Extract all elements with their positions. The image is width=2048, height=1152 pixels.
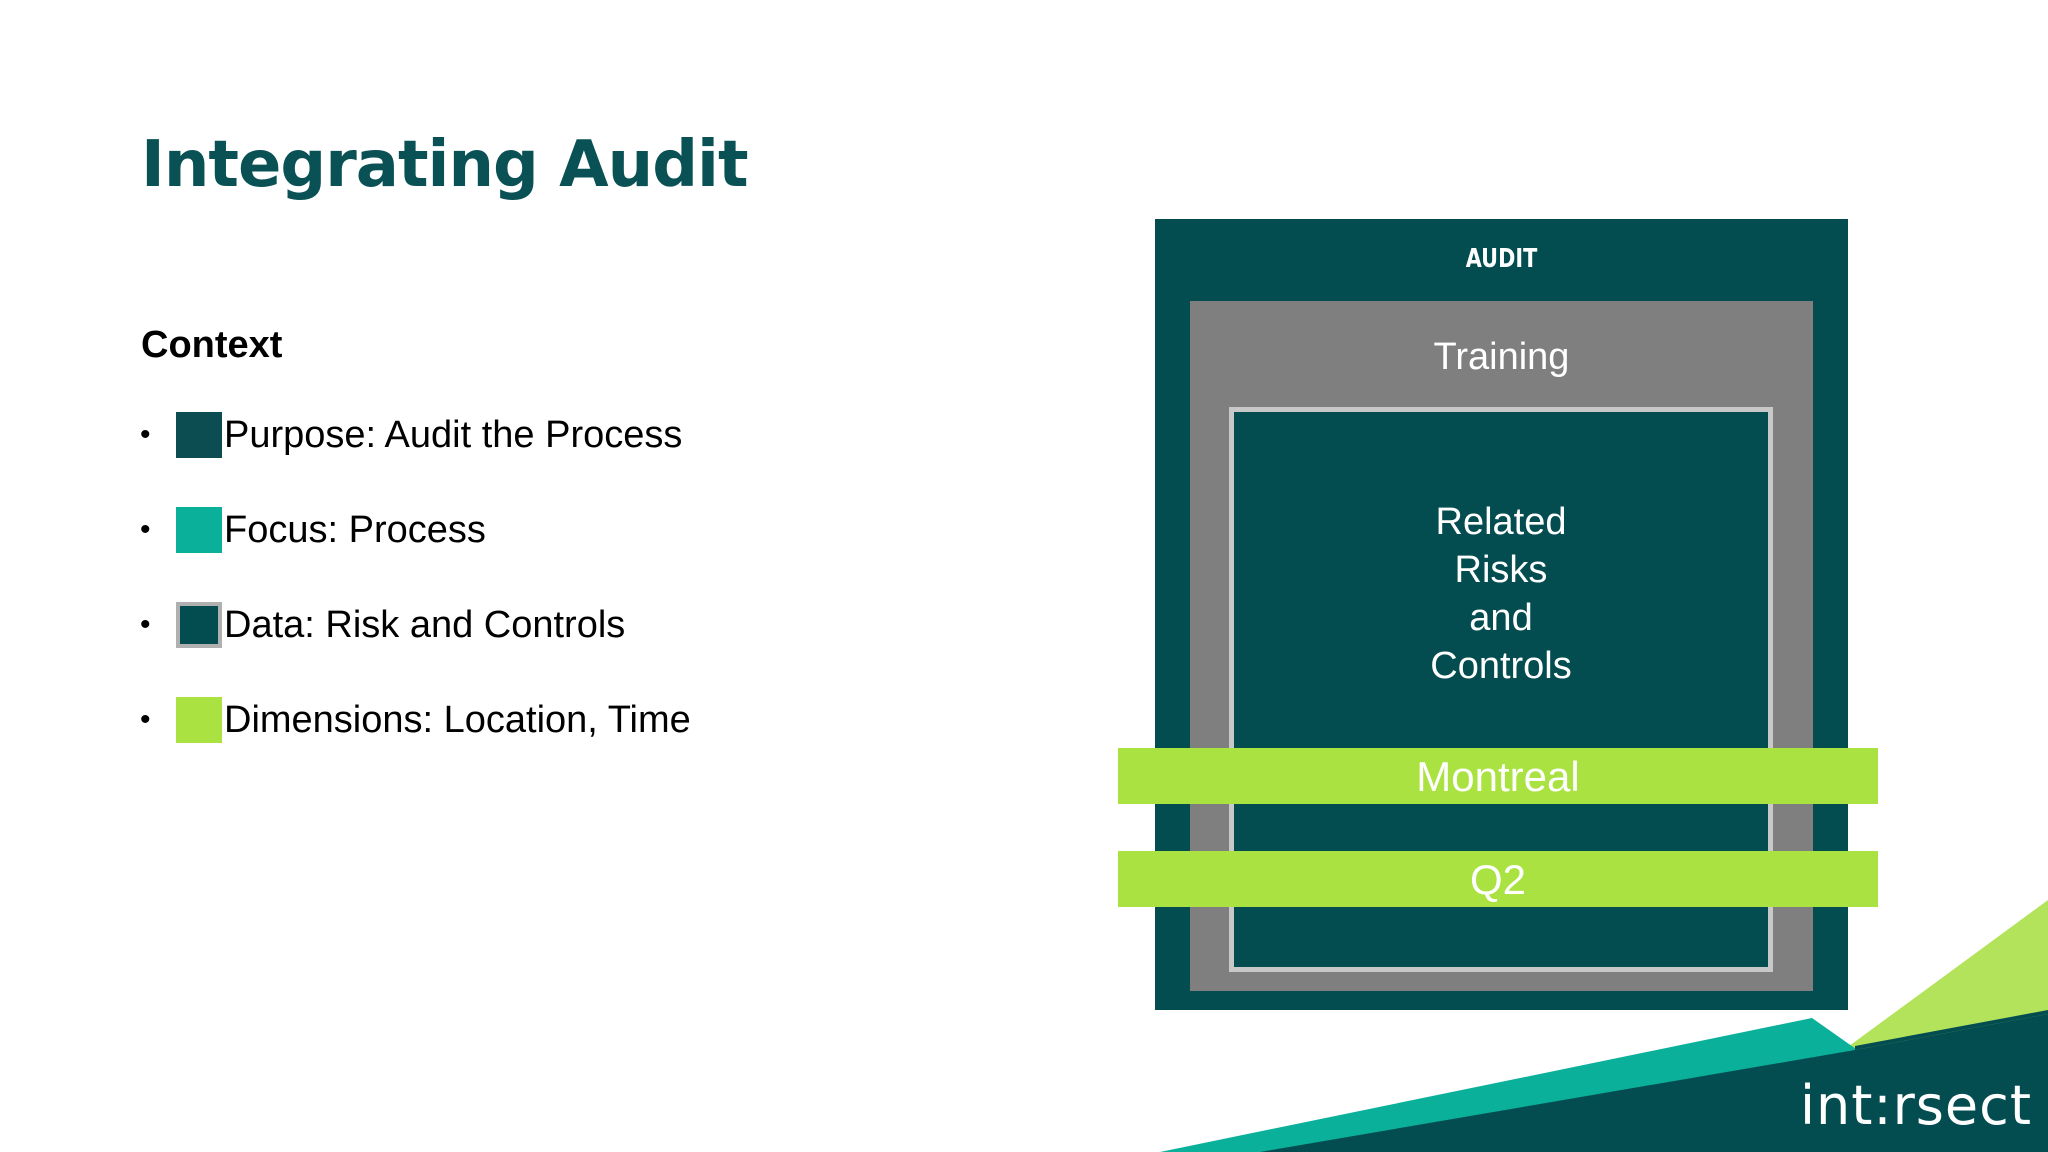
risks-line: Related	[1435, 501, 1567, 543]
list-item-dimensions: • Dimensions: Location, Time	[140, 695, 691, 745]
dimensions-label: Dimensions: Location, Time	[224, 699, 691, 741]
slide-title: Integrating Audit	[141, 128, 749, 202]
purpose-swatch	[176, 412, 222, 458]
data-label: Data: Risk and Controls	[224, 604, 626, 646]
list-item-purpose: • Purpose: Audit the Process	[140, 410, 691, 460]
bullet-marker: •	[140, 703, 151, 736]
context-list: • Purpose: Audit the Process • Focus: Pr…	[140, 410, 691, 790]
bullet-marker: •	[140, 608, 151, 641]
risks-controls-label: Related Risks and Controls	[1229, 498, 1773, 690]
training-label: Training	[1433, 336, 1570, 378]
context-heading: Context	[141, 324, 283, 366]
data-swatch	[176, 602, 222, 648]
focus-swatch	[176, 507, 222, 553]
list-item-focus: • Focus: Process	[140, 505, 691, 555]
focus-label: Focus: Process	[224, 509, 486, 551]
purpose-label: Purpose: Audit the Process	[224, 414, 683, 456]
bullet-marker: •	[140, 513, 151, 546]
dark-corner-top	[1855, 1010, 2048, 1050]
intersect-logo: int:rsect	[1800, 1074, 2033, 1137]
audit-label: AUDIT	[1465, 244, 1538, 274]
risks-line: Controls	[1430, 645, 1572, 687]
time-band: Q2	[1118, 851, 1878, 907]
bullet-marker: •	[140, 418, 151, 451]
location-band: Montreal	[1118, 748, 1878, 804]
lime-corner-shape	[1830, 900, 2048, 1060]
risks-line: Risks	[1454, 549, 1548, 591]
teal-corner-shape	[1160, 1018, 1900, 1152]
list-item-data: • Data: Risk and Controls	[140, 600, 691, 650]
risks-line: and	[1469, 597, 1533, 639]
dimensions-swatch	[176, 697, 222, 743]
